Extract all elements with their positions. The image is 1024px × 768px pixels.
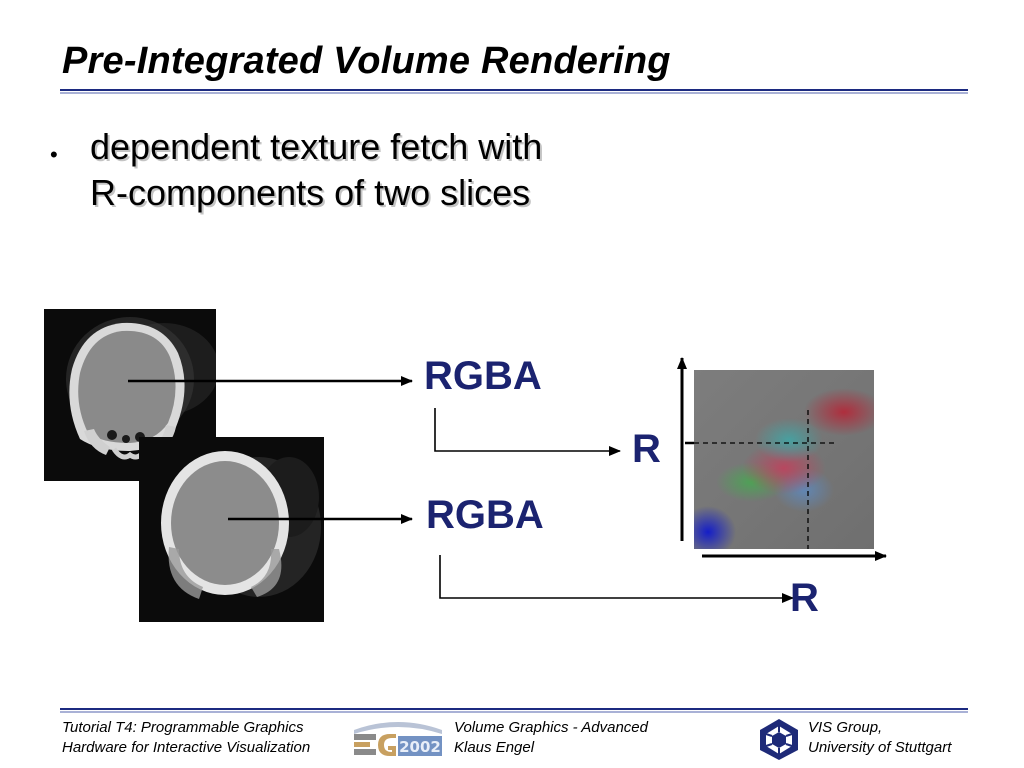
connector-rgba-top-to-r (434, 408, 621, 456)
ct-slice-front-image (44, 309, 216, 481)
title-rule (60, 89, 968, 91)
lookup-crosshair (694, 410, 836, 549)
connector-rgba-bottom-to-r (439, 555, 794, 603)
r-label-vertical: R (632, 427, 661, 471)
footer-left-line-2: Hardware for Interactive Visualization (62, 739, 311, 756)
eurographics-logo-year: 2002 (399, 738, 441, 756)
vis-group-logo (760, 719, 798, 760)
bullet-dot: • (50, 142, 58, 167)
pre-integration-table (694, 370, 874, 549)
footer-rule (60, 708, 968, 710)
footer-left-line-1: Tutorial T4: Programmable Graphics (62, 719, 304, 736)
bullet-text: dependent texture fetch with R-component… (90, 124, 542, 216)
rgba-label-bottom: RGBA (426, 493, 544, 537)
title-rule-shadow (60, 92, 968, 94)
ct-slice-back (139, 437, 324, 622)
bullet-line-1: dependent texture fetch with (90, 126, 543, 167)
ct-slice-back-image (139, 437, 324, 622)
r-label-horizontal: R (790, 576, 819, 620)
bullet-line-2: R-components of two slices (90, 172, 531, 213)
footer-center-line-1: Volume Graphics - Advanced (454, 719, 648, 736)
slide-title: Pre-Integrated Volume Rendering (62, 40, 671, 82)
footer-right-line-2: University of Stuttgart (808, 739, 952, 756)
footer-right: VIS Group, University of Stuttgart (808, 718, 951, 758)
rgba-label-top: RGBA (424, 354, 542, 398)
footer-center: Volume Graphics - Advanced Klaus Engel (454, 718, 648, 758)
footer-right-line-1: VIS Group, (808, 719, 883, 736)
footer-center-line-2: Klaus Engel (454, 739, 535, 756)
footer-rule-shadow (60, 711, 968, 713)
eurographics-logo: 2002 (354, 722, 442, 756)
footer-left: Tutorial T4: Programmable Graphics Hardw… (62, 718, 310, 758)
